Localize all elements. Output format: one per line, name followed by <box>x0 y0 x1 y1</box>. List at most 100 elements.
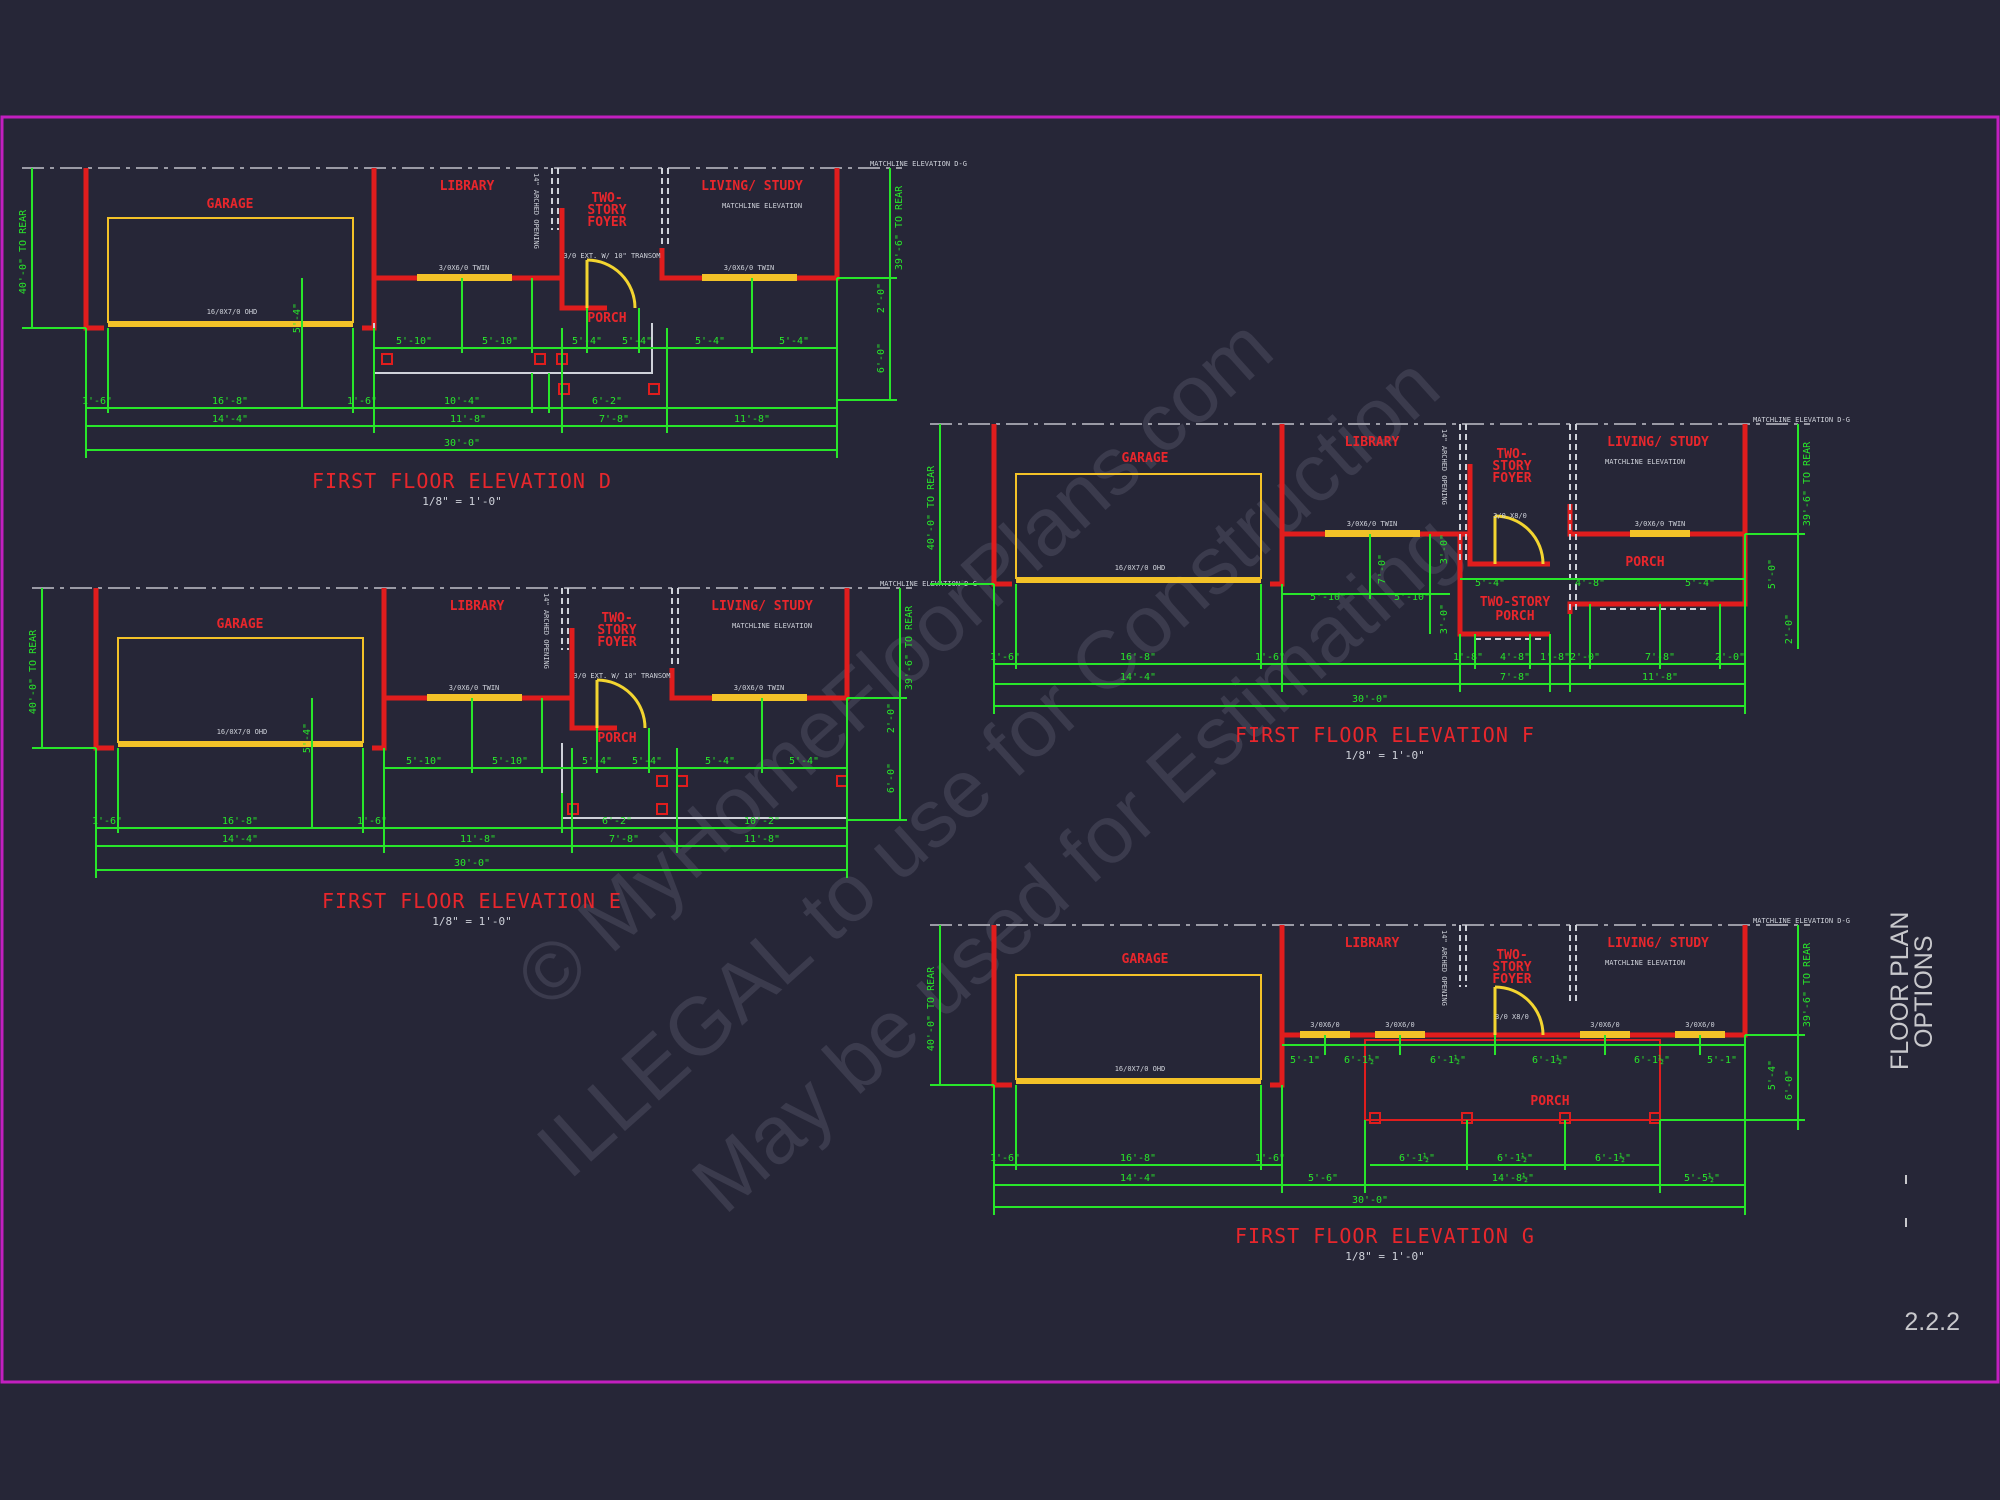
svg-text:5'-6": 5'-6" <box>1308 1173 1338 1184</box>
svg-text:1'-8": 1'-8" <box>1540 652 1570 663</box>
svg-text:2'-0": 2'-0" <box>1715 652 1745 663</box>
svg-text:14" ARCHED OPENING: 14" ARCHED OPENING <box>532 173 540 249</box>
room-foyer-2: STORY <box>597 623 636 638</box>
svg-text:11'-8": 11'-8" <box>460 834 496 845</box>
svg-text:5'-4": 5'-4" <box>1475 578 1505 589</box>
svg-text:3/0X6/0: 3/0X6/0 <box>1685 1021 1715 1029</box>
room-foyer-1: TWO- <box>1496 948 1527 963</box>
dimension-labels: 40'-0" TO REAR 39'-6" TO REAR 5'-1" 6'-1… <box>926 942 1813 1206</box>
room-labels: GARAGE LIBRARY TWO- STORY FOYER LIVING/ … <box>1122 936 1710 1109</box>
svg-text:3'-0": 3'-0" <box>1439 534 1450 564</box>
room-library: LIBRARY <box>1345 936 1400 951</box>
svg-text:1'-8": 1'-8" <box>1453 652 1483 663</box>
window-right <box>702 274 797 281</box>
plan-scale: 1/8" = 1'-0" <box>432 915 511 928</box>
plan-elevation-f: 40'-0" TO REAR 39'-6" TO REAR 5'-10" 5'-… <box>926 416 1850 762</box>
room-porch2-2: PORCH <box>1495 609 1534 624</box>
room-labels: GARAGE LIBRARY TWO- STORY FOYER LIVING/ … <box>207 179 804 326</box>
svg-text:3/0X6/0: 3/0X6/0 <box>1385 1021 1415 1029</box>
svg-text:40'-0" TO REAR: 40'-0" TO REAR <box>28 629 39 714</box>
dimension-labels: 40'-0" TO REAR 39'-6" TO REAR 5'-10" 5'-… <box>18 185 905 449</box>
svg-text:30'-0": 30'-0" <box>1352 694 1388 705</box>
svg-text:5'-4": 5'-4" <box>1685 578 1715 589</box>
svg-text:5'-10": 5'-10" <box>1310 592 1346 603</box>
dimension-labels: 40'-0" TO REAR 39'-6" TO REAR 5'-10" 5'-… <box>28 605 915 869</box>
svg-text:MATCHLINE ELEVATION D-G: MATCHLINE ELEVATION D-G <box>870 160 967 168</box>
svg-text:14'-4": 14'-4" <box>1120 1173 1156 1184</box>
svg-text:7'-0": 7'-0" <box>1377 554 1388 584</box>
svg-text:1'-6": 1'-6" <box>82 396 112 407</box>
svg-text:16'-8": 16'-8" <box>212 396 248 407</box>
svg-text:5'-0": 5'-0" <box>1767 559 1778 589</box>
svg-text:5'-4": 5'-4" <box>302 723 313 753</box>
garage-door <box>117 637 364 743</box>
svg-text:5'-4": 5'-4" <box>695 336 725 347</box>
room-labels: GARAGE LIBRARY TWO- STORY FOYER LIVING/ … <box>217 599 814 746</box>
plan-elevation-g: 40'-0" TO REAR 39'-6" TO REAR 5'-1" 6'-1… <box>926 917 1850 1263</box>
svg-text:5'-4": 5'-4" <box>292 303 303 333</box>
arched-opening <box>1459 424 1710 640</box>
svg-text:MATCHLINE ELEVATION D-G: MATCHLINE ELEVATION D-G <box>880 580 977 588</box>
svg-text:3/0 EXT. W/ 10" TRANSOM: 3/0 EXT. W/ 10" TRANSOM <box>574 672 671 680</box>
svg-text:5'-10": 5'-10" <box>406 756 442 767</box>
svg-text:MATCHLINE ELEVATION: MATCHLINE ELEVATION <box>1605 959 1685 967</box>
room-foyer-2: STORY <box>587 203 626 218</box>
svg-text:11'-8": 11'-8" <box>734 414 770 425</box>
svg-text:1'-6": 1'-6" <box>357 816 387 827</box>
room-foyer-3: FOYER <box>597 635 636 650</box>
svg-text:1'-6": 1'-6" <box>990 652 1020 663</box>
room-foyer-1: TWO- <box>591 191 622 206</box>
plan-title: FIRST FLOOR ELEVATION D <box>312 469 612 493</box>
svg-text:14'-4": 14'-4" <box>1120 672 1156 683</box>
plan-elevation-e: 40'-0" TO REAR 39'-6" TO REAR 5'-10" 5'-… <box>28 580 977 928</box>
dimension-lines <box>930 925 1805 1215</box>
room-library: LIBRARY <box>440 179 495 194</box>
room-foyer-1: TWO- <box>601 611 632 626</box>
svg-text:3/0X6/0 TWIN: 3/0X6/0 TWIN <box>1635 520 1686 528</box>
notes: 16/0X7/0 OHD 3/0X6/0 TWIN 3/0X6/0 TWIN 3… <box>207 160 967 316</box>
room-porch: PORCH <box>1625 555 1664 570</box>
svg-text:5'-10": 5'-10" <box>492 756 528 767</box>
svg-text:6'-0": 6'-0" <box>1784 1070 1795 1100</box>
plan-title: FIRST FLOOR ELEVATION G <box>1235 1224 1535 1248</box>
arched-opening <box>551 168 669 248</box>
svg-text:30'-0": 30'-0" <box>444 438 480 449</box>
room-living: LIVING/ STUDY <box>701 179 803 194</box>
svg-text:39'-6" TO REAR: 39'-6" TO REAR <box>1802 942 1813 1027</box>
svg-text:11'-8": 11'-8" <box>744 834 780 845</box>
room-living: LIVING/ STUDY <box>1607 435 1709 450</box>
svg-text:5'-4": 5'-4" <box>779 336 809 347</box>
room-foyer-2: STORY <box>1492 459 1531 474</box>
sheet-number: 2.2.2 <box>1904 1308 1960 1336</box>
svg-text:1'-6": 1'-6" <box>92 816 122 827</box>
svg-text:5'-4": 5'-4" <box>632 756 662 767</box>
svg-text:3/0 X8/0: 3/0 X8/0 <box>1495 1013 1529 1021</box>
dimension-lines <box>930 424 1805 714</box>
svg-text:30'-0": 30'-0" <box>454 858 490 869</box>
plan-scale: 1/8" = 1'-0" <box>1345 749 1424 762</box>
svg-text:MATCHLINE ELEVATION: MATCHLINE ELEVATION <box>722 202 802 210</box>
room-living: LIVING/ STUDY <box>1607 936 1709 951</box>
garage-door <box>107 217 354 323</box>
room-garage: GARAGE <box>1122 952 1169 967</box>
svg-text:5'-1": 5'-1" <box>1707 1055 1737 1066</box>
garage-door <box>1015 473 1262 579</box>
sheet-title-line-1: FLOOR PLAN <box>1886 912 1914 1070</box>
front-door <box>1493 514 1545 565</box>
svg-text:5'-4": 5'-4" <box>789 756 819 767</box>
front-door <box>595 678 647 729</box>
notes: 16/0X7/0 OHD 3/0X6/0 TWIN 3/0X6/0 TWIN 3… <box>217 580 977 736</box>
svg-text:39'-6" TO REAR: 39'-6" TO REAR <box>1802 441 1813 526</box>
room-foyer-3: FOYER <box>1492 471 1531 486</box>
svg-text:MATCHLINE ELEVATION D-G: MATCHLINE ELEVATION D-G <box>1753 917 1850 925</box>
svg-text:1'-6": 1'-6" <box>990 1153 1020 1164</box>
svg-text:4'-8": 4'-8" <box>1575 578 1605 589</box>
svg-text:16'-8": 16'-8" <box>1120 652 1156 663</box>
svg-text:5'-4": 5'-4" <box>582 756 612 767</box>
svg-text:11'-8": 11'-8" <box>1642 672 1678 683</box>
svg-text:30'-0": 30'-0" <box>1352 1195 1388 1206</box>
room-garage: GARAGE <box>207 197 254 212</box>
svg-text:6'-1½": 6'-1½" <box>1634 1054 1670 1066</box>
